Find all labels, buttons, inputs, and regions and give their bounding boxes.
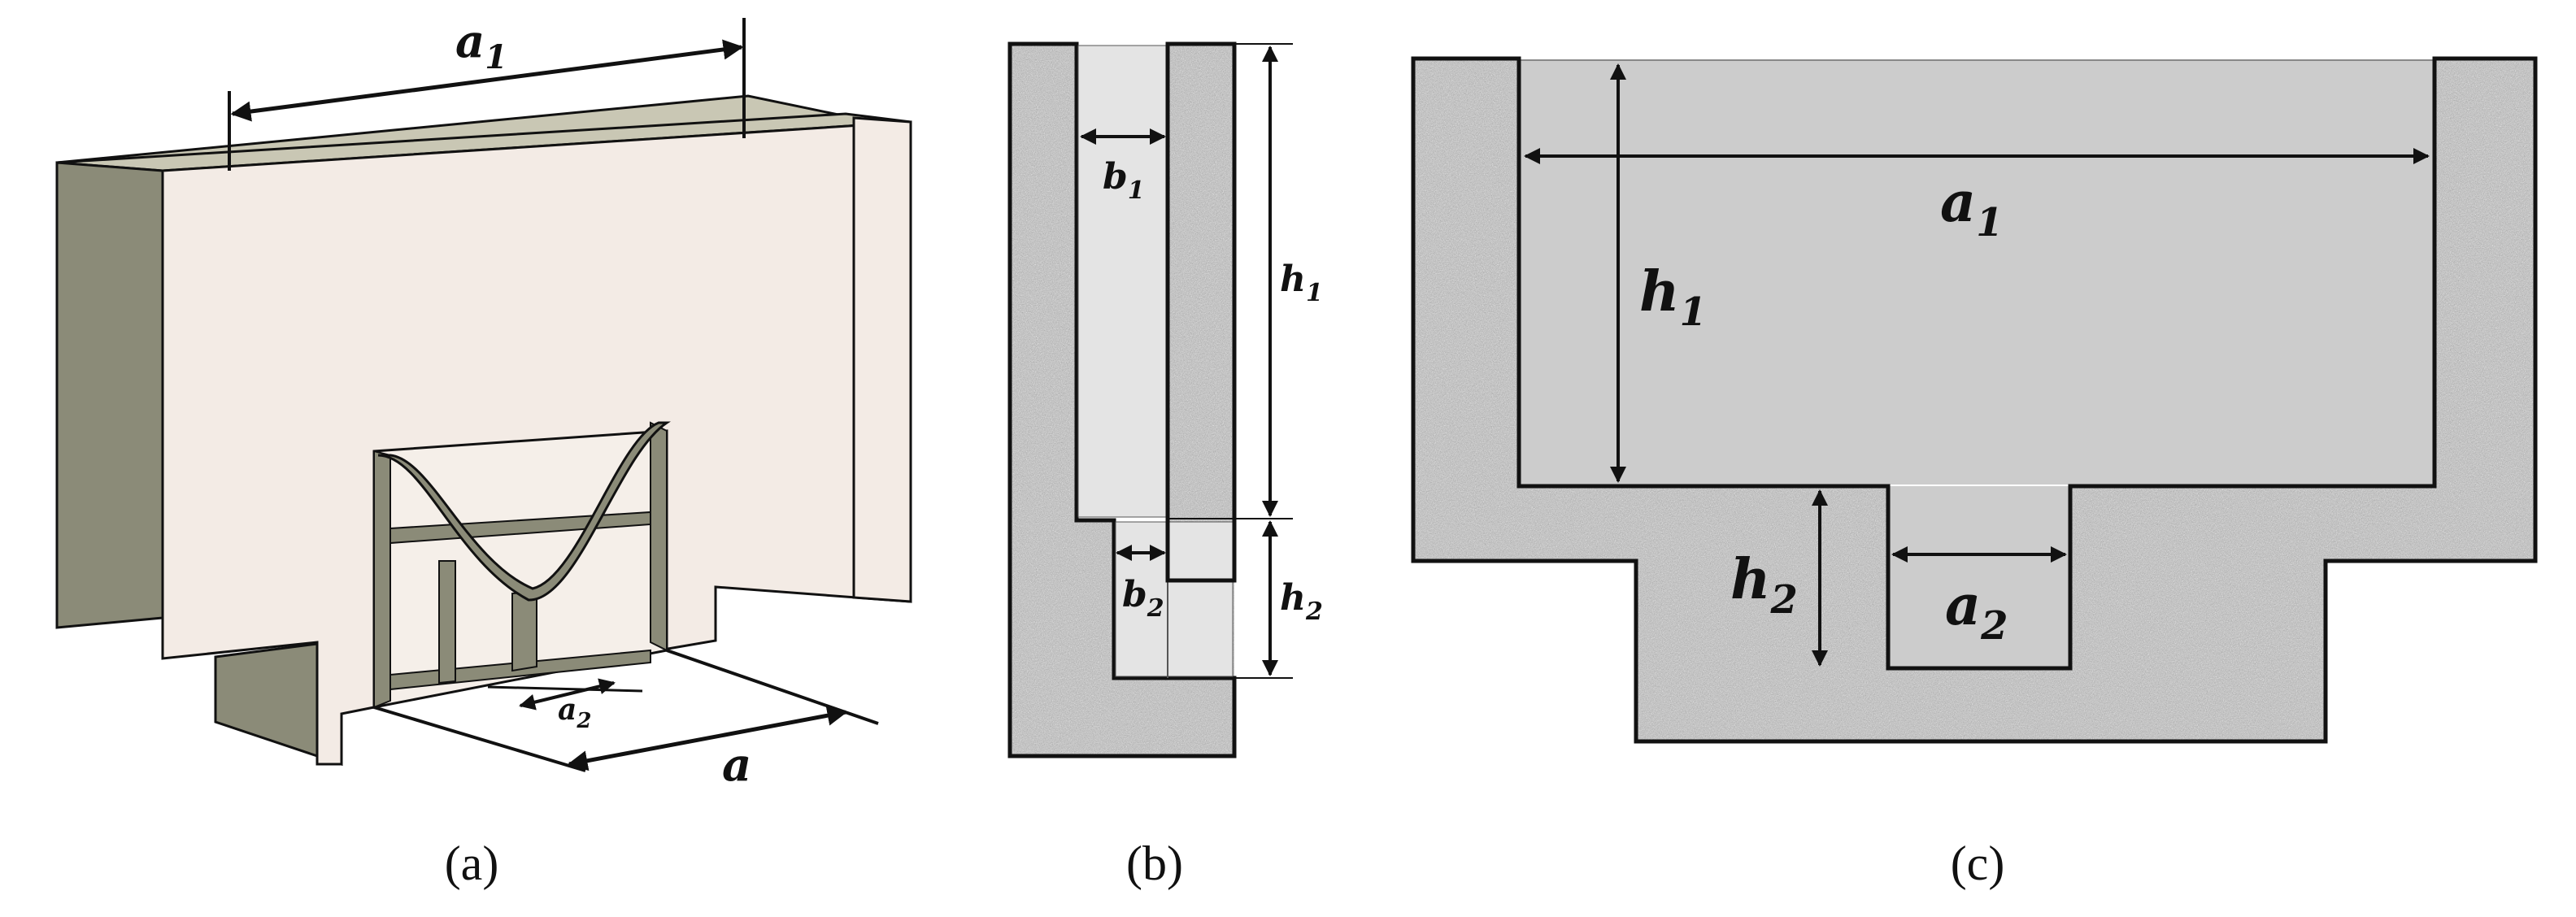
c-lower-cavity xyxy=(1888,486,2070,667)
b-upper-cavity xyxy=(1077,45,1167,518)
c-panel-h2-label: h xyxy=(1730,547,1770,612)
post-left xyxy=(438,560,456,684)
b-panel-h2-sub: 2 xyxy=(1305,598,1323,626)
crossbar-upper xyxy=(389,511,651,545)
c-panel-a1-label: a xyxy=(1940,170,1976,235)
svg-text:h2: h2 xyxy=(1730,547,1798,623)
a1-dimension-arrow xyxy=(230,39,744,122)
caption-a: (a) xyxy=(445,837,499,890)
c-panel-a1-sub: 1 xyxy=(1976,200,2003,246)
svg-text:h1: h1 xyxy=(1639,259,1707,335)
window-inner-right xyxy=(650,421,668,652)
c-panel-a2-sub: 2 xyxy=(1980,603,2008,649)
a2-extension xyxy=(487,685,643,693)
a-panel-a2-label: a xyxy=(558,693,577,727)
block-left-face xyxy=(55,161,164,629)
c-outline xyxy=(1411,56,2538,744)
a-panel-a1-sub: 1 xyxy=(485,38,507,76)
c-panel-a2-label: a xyxy=(1945,573,1981,638)
block-right-face xyxy=(852,116,912,603)
svg-text:a2: a2 xyxy=(558,693,591,733)
a-panel-a-label: a xyxy=(722,738,751,792)
panel-b-section: b1 b2 h1 h2 (b) xyxy=(1007,41,1323,890)
b-panel-h1-label: h xyxy=(1280,259,1306,300)
svg-text:a1: a1 xyxy=(1940,170,2003,246)
b-panel-b2-sub: 2 xyxy=(1147,594,1164,623)
c-panel-h2-sub: 2 xyxy=(1769,577,1797,623)
a-dimension-arrow xyxy=(567,705,848,771)
panel-a-3d-view: a1 a2 a (a) xyxy=(55,15,912,890)
b-panel-b1-label: b xyxy=(1103,156,1128,198)
b-wall-right-cover xyxy=(1165,41,1237,583)
svg-text:b1: b1 xyxy=(1103,156,1145,205)
svg-text:b2: b2 xyxy=(1122,574,1164,623)
b-panel-h2-label: h xyxy=(1280,577,1306,619)
a-panel-a2-sub: 2 xyxy=(576,709,591,733)
a2-dimension-arrow xyxy=(519,678,616,711)
a-panel-a1-label: a xyxy=(455,15,485,68)
svg-text:a2: a2 xyxy=(1945,573,2008,649)
panel-c-section: a1 h1 h2 a2 (c) xyxy=(1411,56,2538,890)
c-panel-h1-sub: 1 xyxy=(1679,289,1706,335)
b-panel-h1-sub: 1 xyxy=(1306,279,1323,307)
a-extension-left xyxy=(373,706,586,772)
c-upper-cavity xyxy=(1521,60,2433,485)
curved-membrane xyxy=(377,421,671,602)
caption-c: (c) xyxy=(1951,837,2005,890)
post-center xyxy=(511,590,537,672)
a-extension-right xyxy=(666,649,879,725)
window-inner-left xyxy=(373,450,391,709)
c-panel-h1-label: h xyxy=(1639,259,1679,324)
b-panel-b2-label: b xyxy=(1122,574,1147,615)
svg-text:a1: a1 xyxy=(455,15,507,76)
b-panel-b1-sub: 1 xyxy=(1128,176,1145,205)
svg-text:h1: h1 xyxy=(1280,259,1323,307)
svg-text:h2: h2 xyxy=(1280,577,1323,626)
caption-b: (b) xyxy=(1126,837,1183,890)
